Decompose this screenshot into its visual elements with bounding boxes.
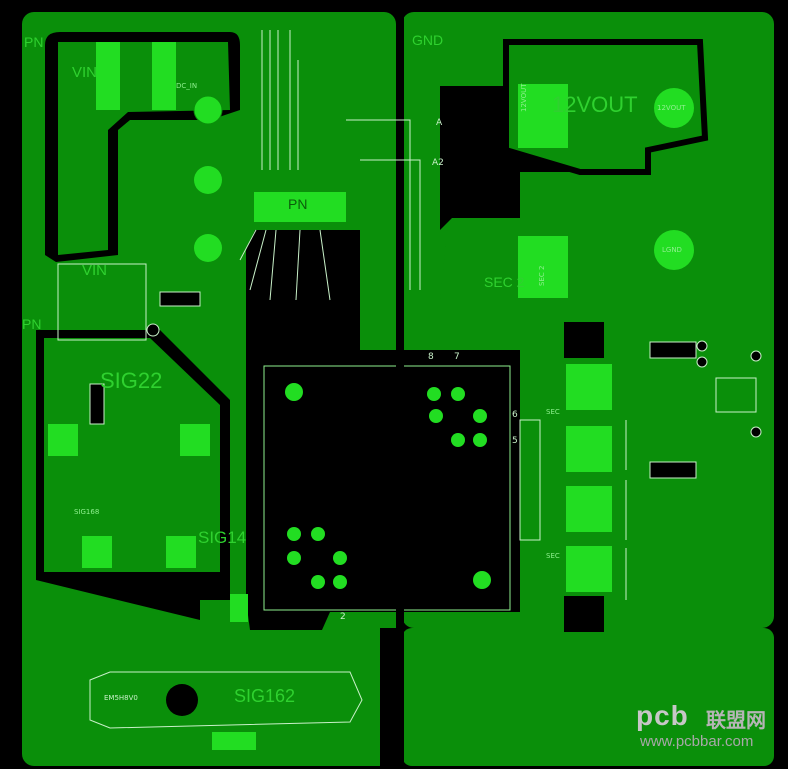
via [429,409,443,423]
label-sec-right-bottom: SEC [546,552,560,560]
label-pn-top-left: PN [24,34,44,50]
label-num-2: 2 [340,612,346,622]
mount-hole [696,356,708,368]
via [285,383,303,401]
em-connector-outline [89,671,363,729]
label-a-mark: A [436,118,443,128]
label-12vout-large: 12VOUT [552,92,638,117]
via [287,551,301,565]
via-hole [146,323,160,337]
label-vin-mid: VIN [82,262,108,279]
label-num-5: 5 [512,436,518,446]
sig-connector-1 [48,424,78,456]
watermark-url: www.pcbbar.com [640,733,754,750]
pn-pad [254,192,346,222]
via [287,527,301,541]
resistor [89,383,105,425]
testpad-lgnd [654,230,694,270]
via [311,527,325,541]
via [451,433,465,447]
sec2-pad [518,236,568,298]
chip-resistor-right [649,341,697,359]
split-gap [396,12,404,766]
label-sec2: SEC 2 [484,274,525,290]
label-sig22: SIG22 [100,368,163,393]
fet-4 [566,546,612,592]
top-margin [0,0,788,10]
fet-gap [564,322,604,358]
cap-pad [230,594,248,622]
chip-resistor [159,291,201,307]
em-pad [212,732,256,750]
bottom-gap [380,628,402,769]
watermark-cn: 联盟网 [706,710,766,732]
via [333,551,347,565]
traces [239,30,627,600]
via [333,575,347,589]
label-12vout-small: 12VOUT [520,83,528,112]
via [311,575,325,589]
sig-connector-4 [166,536,196,568]
label-sig14: SIG14 [198,528,247,547]
testpad-2 [194,166,222,194]
via [427,387,441,401]
via [473,571,491,589]
label-num-6: 6 [512,410,518,420]
fet-2 [566,426,612,472]
watermark-brand: pcb [636,700,689,731]
label-dc-in: DC_IN [176,82,198,90]
bottom-right-copper-pour [402,628,774,766]
label-pn-center: PN [288,196,308,212]
label-num-7: 7 [454,352,460,362]
chip-resistor-right-2 [649,461,697,479]
sig22-copper-island [44,338,220,572]
label-sec-right-top: SEC [546,408,560,416]
fet-3 [566,486,612,532]
em-connector-hole [166,684,198,716]
label-a2-mark: A2 [432,158,444,168]
vin-pad-right [152,42,176,110]
fet-gap [564,596,604,632]
via [473,433,487,447]
vin-ic-outline [57,263,147,341]
mount-hole [750,426,762,438]
label-num-8: 8 [428,352,434,362]
label-sig168: SIG168 [74,508,100,516]
connector-outline [715,377,757,413]
label-em: EM5H8V0 [104,694,138,702]
via [473,409,487,423]
mount-hole [750,350,762,362]
label-vin-top: VIN [72,64,98,81]
out-pad [518,84,568,148]
label-gnd: GND [412,32,444,48]
label-lgnd: LGND [662,246,682,254]
mount-hole [696,340,708,352]
testpad-3 [194,234,222,262]
sig-connector-2 [180,424,210,456]
label-12vout-pad: 12VOUT [657,104,686,112]
vin-pad-left [96,42,120,110]
testpad-1 [193,95,223,125]
label-sec2-vertical: SEC 2 [538,265,546,286]
sig-connector-3 [82,536,112,568]
ic-main-outline [263,365,511,611]
via [451,387,465,401]
label-sig162: SIG162 [234,686,296,706]
label-pn-left-mid: PN [22,316,42,332]
fet-1 [566,364,612,410]
testpad-12vout [654,88,694,128]
